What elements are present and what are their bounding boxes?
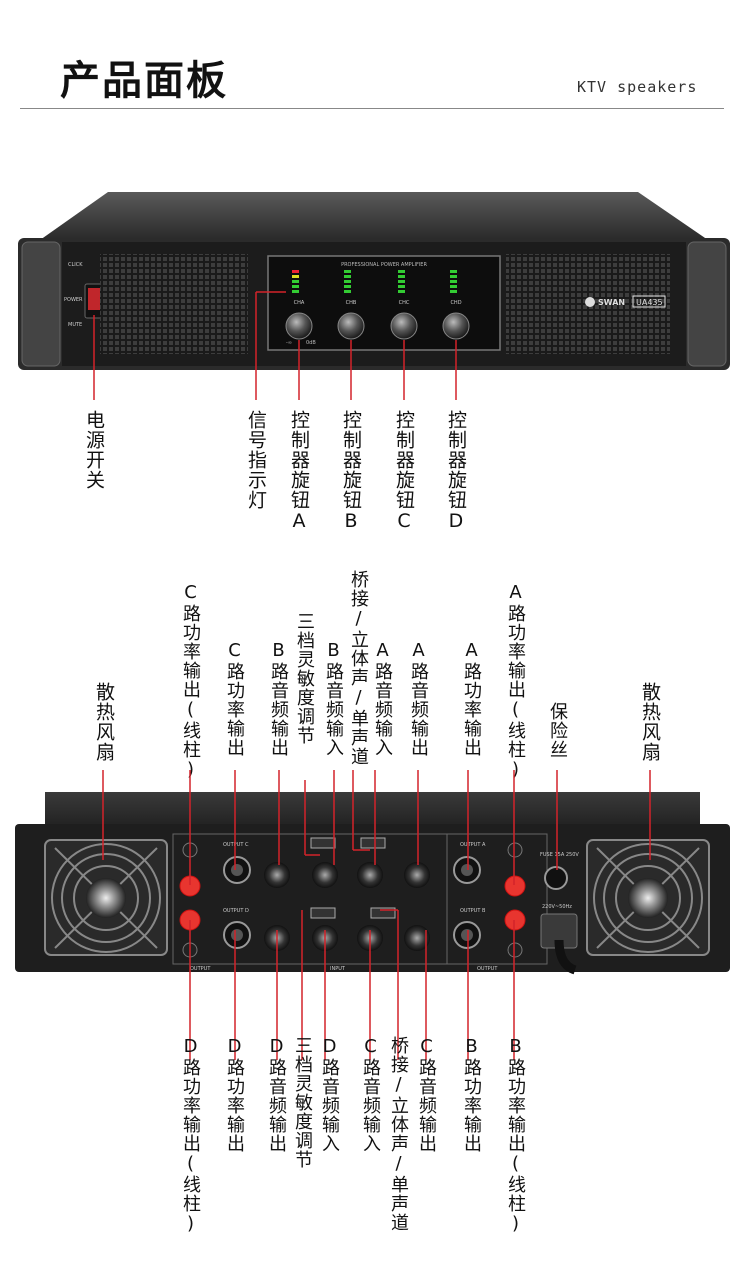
callout-power-switch: 电源开关: [83, 410, 105, 490]
output-d-text: OUTPUT D: [223, 908, 249, 914]
rear-panel-image: OUTPUT C OUTPUT D OUTPUT A OUTPUT B OUTP…: [15, 792, 730, 975]
chd-text: CHD: [450, 300, 461, 306]
callout-knob-a: 控制器旋钮A: [288, 410, 310, 533]
callout-d-audio-output: D路音频输出: [266, 1036, 287, 1153]
callout-a-power-output: A路功率输出: [461, 640, 482, 757]
callout-d-power-output: D路功率输出: [224, 1036, 245, 1153]
callout-knob-d: 控制器旋钮D: [445, 410, 467, 533]
callout-signal-led: 信号指示灯: [245, 410, 267, 510]
panel-caption: PROFESSIONAL POWER AMPLIFIER: [341, 262, 427, 268]
callout-a-binding-post: A路功率输出(线柱): [505, 582, 526, 781]
rear-callout-lines: [102, 770, 651, 1060]
callout-b-audio-input: B路音频输入: [323, 640, 344, 757]
input-text: INPUT: [330, 966, 346, 972]
callout-c-audio-input: C路音频输入: [360, 1036, 381, 1153]
callout-c-audio-output: C路音频输出: [416, 1036, 437, 1153]
callout-b-power-output: B路功率输出: [461, 1036, 482, 1153]
knob-c: [390, 312, 418, 340]
callout-fan-left: 散热风扇: [93, 682, 115, 762]
front-panel-image: CLICK POWER ON MUTE PROFESSIONAL POWER A…: [18, 192, 730, 370]
callout-knob-c: 控制器旋钮C: [393, 410, 415, 533]
knob-b: [337, 312, 365, 340]
knob-d: [442, 312, 470, 340]
callout-a-audio-output: A路音频输出: [408, 640, 429, 757]
callout-bridge-top: 桥接/立体声/单声道: [348, 570, 369, 766]
callout-d-binding-post: D路功率输出(线柱): [180, 1036, 201, 1235]
mute-text: MUTE: [68, 322, 82, 328]
callout-knob-b: 控制器旋钮B: [340, 410, 362, 533]
knob-a: [285, 312, 313, 340]
callout-a-audio-input: A路音频输入: [372, 640, 393, 757]
model-text: UA435: [636, 298, 663, 307]
fuse-text: FUSE 15A 250V: [540, 852, 579, 858]
callout-b-audio-output: B路音频输出: [268, 640, 289, 757]
chb-text: CHB: [346, 300, 357, 306]
knob-min-text: -∞: [286, 340, 292, 346]
callout-b-binding-post: B路功率输出(线柱): [505, 1036, 526, 1235]
page-title: 产品面板: [60, 58, 228, 104]
callout-c-binding-post: C路功率输出(线柱): [180, 582, 201, 781]
output-b-text: OUTPUT B: [460, 908, 486, 914]
output-right-text: OUTPUT: [477, 966, 498, 972]
header-divider: [20, 108, 724, 109]
output-c-text: OUTPUT C: [223, 842, 249, 848]
page-subtitle: KTV speakers: [577, 78, 698, 96]
cha-text: CHA: [294, 300, 305, 306]
brand-text: SWAN: [598, 298, 625, 307]
click-text: CLICK: [68, 262, 83, 268]
callout-d-audio-input: D路音频输入: [319, 1036, 340, 1153]
output-a-text: OUTPUT A: [460, 842, 486, 848]
callout-sensitivity-bottom: 三档灵敏度调节: [292, 1036, 313, 1169]
callout-fan-right: 散热风扇: [639, 682, 661, 762]
chc-text: CHC: [399, 300, 410, 306]
callout-sensitivity-top: 三档灵敏度调节: [294, 612, 315, 745]
callout-c-power-output: C路功率输出: [224, 640, 245, 757]
callout-fuse: 保险丝: [547, 702, 568, 759]
power-on-text: POWER ON: [64, 297, 92, 303]
knob-max-text: 0dB: [306, 340, 316, 346]
callout-bridge-bottom: 桥接/立体声/单声道: [388, 1036, 409, 1232]
output-left-text: OUTPUT: [190, 966, 211, 972]
power-text: 220V~50Hz: [542, 904, 572, 910]
front-callout-lines: [93, 291, 457, 400]
